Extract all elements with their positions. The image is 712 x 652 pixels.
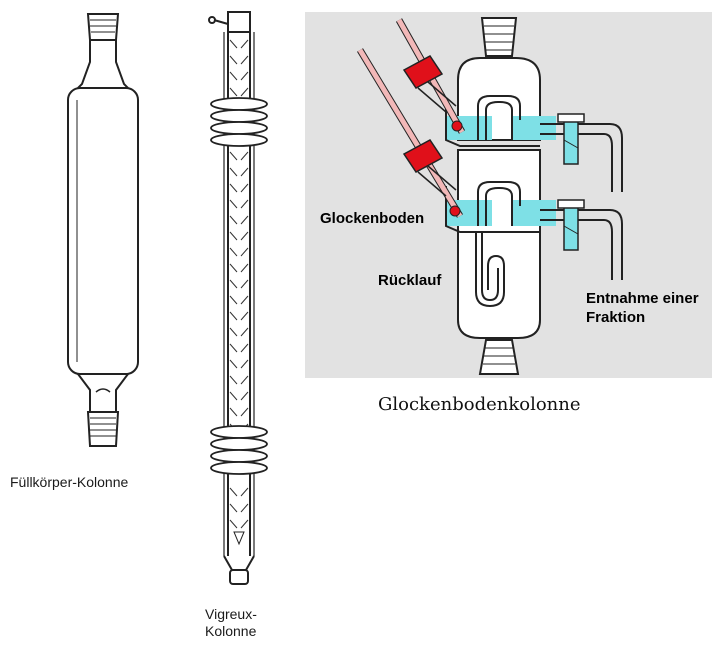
withdrawal-label-line2: Fraktion: [586, 309, 646, 326]
withdrawal-label-line1: Entnahme einer: [586, 290, 699, 307]
packed-column-label: Füllkörper-Kolonne: [10, 474, 129, 490]
vigreux-label-line1: Vigreux-: [205, 606, 257, 622]
bubble-cap-caption: Glockenbodenkolonne: [378, 394, 581, 415]
reflux-label: Rücklauf: [378, 272, 442, 289]
vigreux-label-line2: Kolonne: [205, 623, 257, 639]
tray-label: Glockenboden: [320, 210, 425, 227]
withdrawal-label: Entnahme einer Fraktion: [586, 289, 699, 327]
vigreux-label: Vigreux- Kolonne: [205, 606, 257, 640]
